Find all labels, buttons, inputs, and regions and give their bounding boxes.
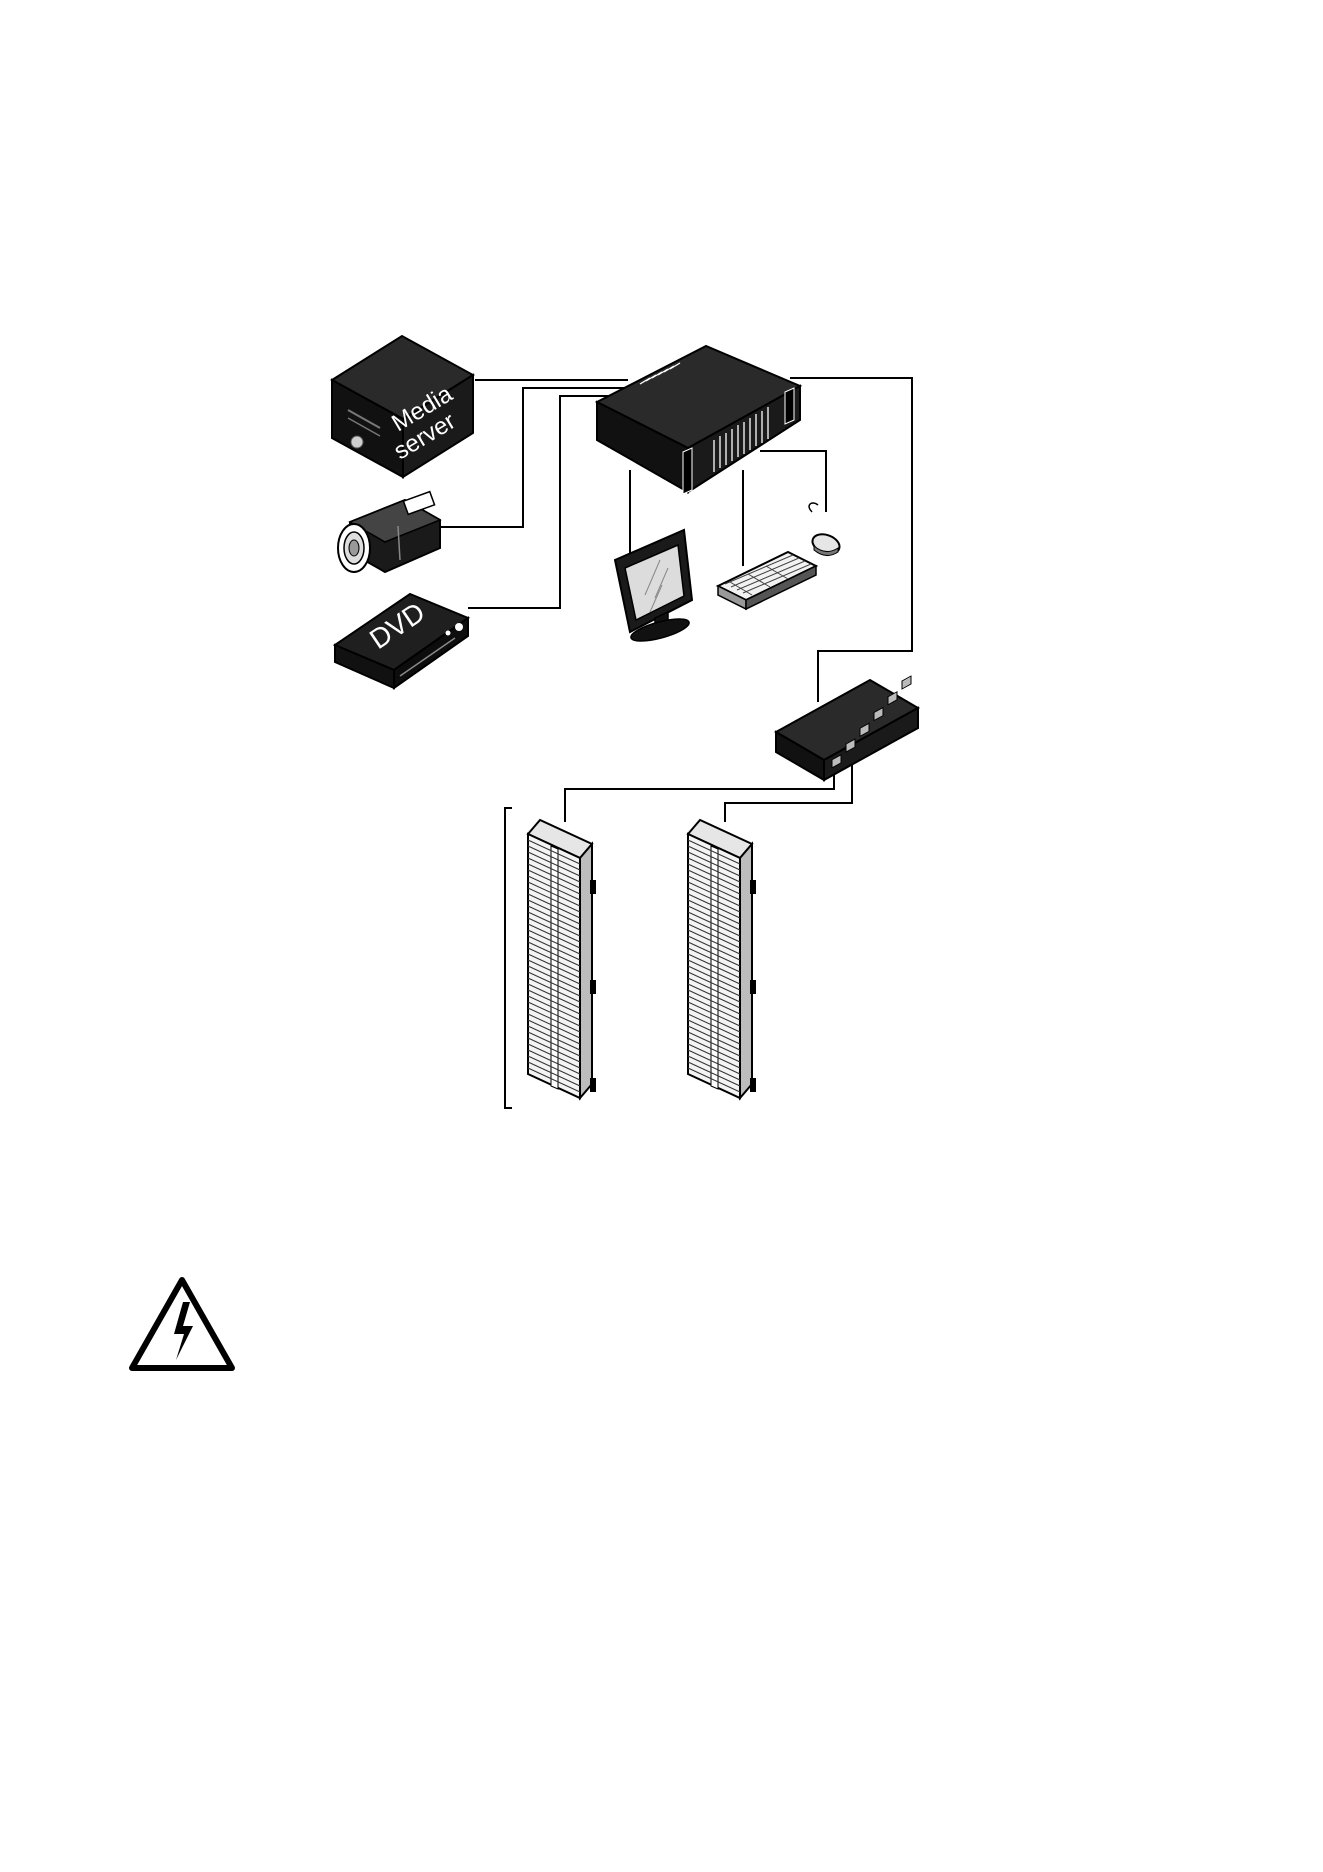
panel-bracket xyxy=(750,880,756,894)
high-voltage-warning-icon xyxy=(132,1280,232,1368)
panel-bracket xyxy=(750,1078,756,1092)
monitor-icon xyxy=(615,530,692,645)
panel-bracket xyxy=(590,1078,596,1092)
network-switch-icon xyxy=(776,676,918,780)
media-server-icon: Media server xyxy=(332,336,473,477)
led-panel-icon xyxy=(528,820,596,1098)
cable-controller-to-switch xyxy=(790,378,912,702)
panel-bracket xyxy=(590,980,596,994)
panel-bracket xyxy=(590,880,596,894)
led-panel-icon xyxy=(688,820,756,1098)
controller-unit-icon xyxy=(597,346,800,494)
cable-switch-to-panel-1 xyxy=(565,760,834,822)
keyboard-icon xyxy=(718,552,816,609)
camcorder-icon xyxy=(338,492,440,572)
panel-group-bracket xyxy=(505,808,512,1108)
dvd-player-icon: DVD xyxy=(335,594,468,688)
panel-bracket xyxy=(750,980,756,994)
